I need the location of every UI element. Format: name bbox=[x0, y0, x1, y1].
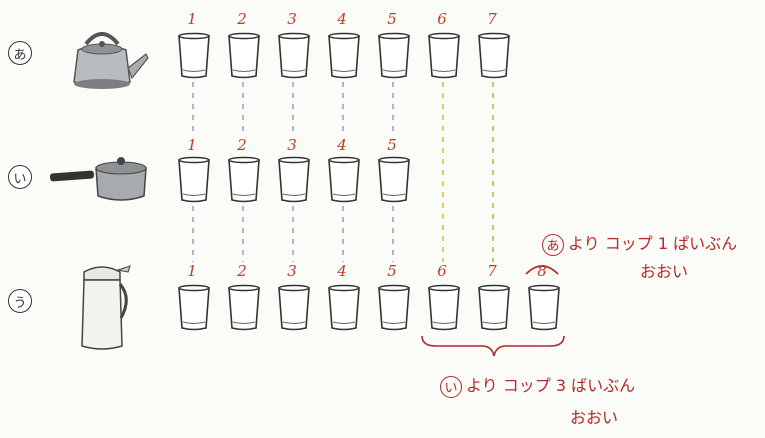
cup-number: 2 bbox=[237, 262, 247, 280]
saucepan-icon bbox=[49, 157, 147, 201]
cup-icon bbox=[228, 156, 260, 203]
annotation-vs-a: あより コップ 1 ぱいぶん bbox=[542, 230, 737, 256]
annotation-a-line2: おおい bbox=[640, 262, 689, 281]
cup-number: 4 bbox=[337, 136, 347, 154]
annotation-vs-i: いより コップ 3 ばいぶん bbox=[440, 372, 635, 398]
cup-icon bbox=[228, 284, 260, 331]
cup-icon bbox=[278, 32, 310, 79]
cup-icon bbox=[278, 156, 310, 203]
annotation-circle-a: あ bbox=[542, 233, 564, 256]
cup-icon bbox=[378, 284, 410, 331]
cup-number: 6 bbox=[437, 10, 447, 28]
brace-extra-cups bbox=[421, 335, 565, 357]
cup-icon bbox=[428, 284, 460, 331]
cup-number: 1 bbox=[187, 10, 197, 28]
row-label-i: い bbox=[8, 165, 32, 189]
cup-icon bbox=[278, 284, 310, 331]
cup-icon bbox=[528, 284, 560, 331]
cup-icon bbox=[478, 284, 510, 331]
cup-number: 5 bbox=[387, 136, 397, 154]
cup-icon bbox=[328, 284, 360, 331]
cup-icon bbox=[178, 284, 210, 331]
cup-icon bbox=[228, 32, 260, 79]
cup-number: 4 bbox=[337, 10, 347, 28]
cup-number: 3 bbox=[287, 136, 297, 154]
cup-number: 2 bbox=[237, 10, 247, 28]
cup-number: 7 bbox=[487, 10, 497, 28]
annotation-a-line1: より コップ 1 ぱいぶん bbox=[568, 234, 738, 253]
annotation-i-line2: おおい bbox=[570, 408, 619, 427]
cup-number: 7 bbox=[487, 262, 497, 280]
cup-number: 5 bbox=[387, 10, 397, 28]
cup-icon bbox=[328, 32, 360, 79]
row-label-u: う bbox=[8, 289, 32, 313]
cup-icon bbox=[478, 32, 510, 79]
cup-number: 6 bbox=[437, 262, 447, 280]
cup-number: 1 bbox=[187, 262, 197, 280]
cup-icon bbox=[328, 156, 360, 203]
cup-icon bbox=[428, 32, 460, 79]
cup-icon bbox=[178, 156, 210, 203]
row-label-a: あ bbox=[8, 41, 32, 65]
cup-number: 8 bbox=[537, 262, 547, 280]
cup-number: 5 bbox=[387, 262, 397, 280]
cup-number: 3 bbox=[287, 262, 297, 280]
cup-number: 3 bbox=[287, 10, 297, 28]
kettle-icon bbox=[73, 32, 149, 89]
cup-icon bbox=[378, 32, 410, 79]
cup-icon bbox=[178, 32, 210, 79]
annotation-circle-i: い bbox=[440, 375, 462, 398]
cup-number: 4 bbox=[337, 262, 347, 280]
cup-number: 2 bbox=[237, 136, 247, 154]
thermos-pot-icon bbox=[81, 265, 131, 350]
cup-number: 1 bbox=[187, 136, 197, 154]
arc-cup-8 bbox=[525, 265, 559, 275]
cup-icon bbox=[378, 156, 410, 203]
annotation-i-line1: より コップ 3 ばいぶん bbox=[466, 376, 636, 395]
